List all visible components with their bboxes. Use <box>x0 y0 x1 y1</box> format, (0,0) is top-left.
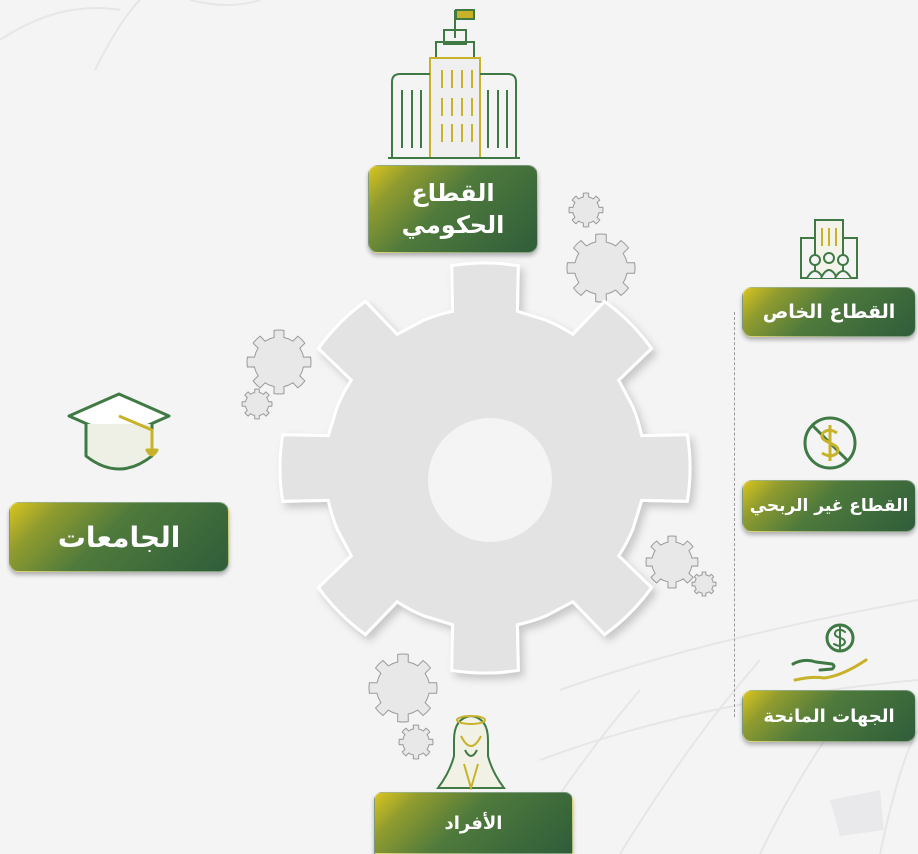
government-building-icon <box>388 9 520 159</box>
donors-text: الجهات المانحة <box>763 705 895 727</box>
donors-label: الجهات المانحة <box>742 690 916 742</box>
small-gear <box>566 233 636 303</box>
government-sector-line2: الحكومي <box>401 211 505 239</box>
small-gear <box>645 535 699 589</box>
small-gear <box>568 192 604 228</box>
small-gear <box>241 388 273 420</box>
small-gear <box>398 724 434 760</box>
person-icon <box>436 714 506 790</box>
company-building-icon <box>800 219 858 279</box>
government-sector-label: القطاع الحكومي <box>368 165 538 253</box>
no-money-icon <box>803 416 857 470</box>
nonprofit-sector-label: القطاع غير الربحي <box>742 480 916 532</box>
individuals-text: الأفراد <box>444 812 503 834</box>
hand-money-icon <box>791 623 868 682</box>
government-sector-line1: القطاع <box>411 179 495 207</box>
universities-label: الجامعات <box>9 502 229 572</box>
central-gear-hole <box>428 418 552 542</box>
small-gear <box>691 571 717 597</box>
private-sector-text: القطاع الخاص <box>762 301 896 323</box>
nonprofit-sector-text: القطاع غير الربحي <box>749 496 909 516</box>
graduation-cap-icon <box>67 392 171 471</box>
private-sector-label: القطاع الخاص <box>742 287 916 337</box>
universities-text: الجامعات <box>57 520 181 554</box>
individuals-label: الأفراد <box>374 792 573 854</box>
small-gear <box>246 329 312 395</box>
small-gear <box>368 653 438 723</box>
connector-line <box>734 312 735 717</box>
